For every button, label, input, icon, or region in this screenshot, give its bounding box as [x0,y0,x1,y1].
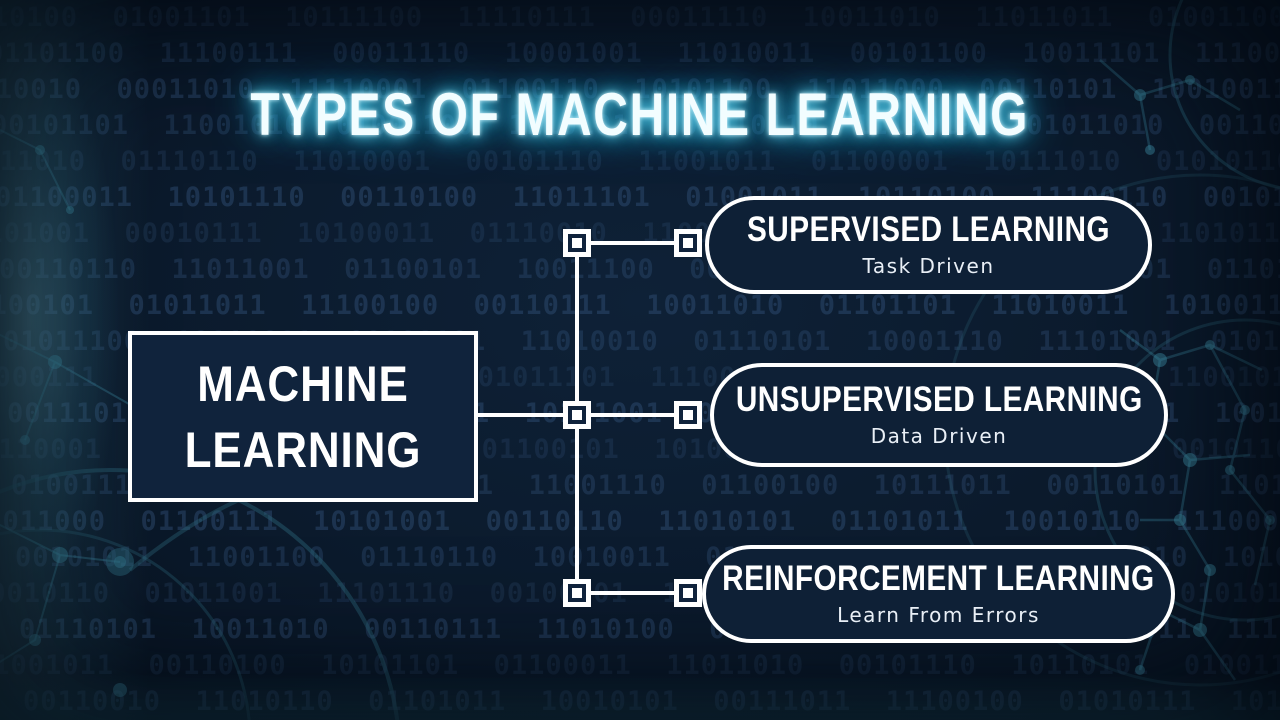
connector-branch-reinforcement [577,591,688,595]
left-edge-glow [0,0,150,720]
binary-row: 11011000 01100111 10101001 00110110 1101… [0,506,1280,537]
unsupervised-learning-pill: UNSUPERVISED LEARNING Data Driven [710,363,1168,467]
binary-row: 11010010 00011010 11110001 01100110 1010… [0,74,1280,105]
unsupervised-learning-title: UNSUPERVISED LEARNING [735,380,1143,420]
connector-node-core [683,588,693,598]
root-box-label: MACHINE LEARNING [184,355,422,478]
supervised-learning-subtitle: Task Driven [862,253,995,278]
binary-row: 11001011 00110100 10101101 01100011 1101… [0,650,1280,681]
connector-node [674,401,702,429]
reinforcement-learning-subtitle: Learn From Errors [837,602,1040,627]
connector-node-core [572,588,582,598]
left-arcs [0,468,431,720]
connector-node [563,229,591,257]
page-title: TYPES OF MACHINE LEARNING [0,80,1280,149]
connector-node-core [572,410,582,420]
connector-node [674,579,702,607]
supervised-learning-title: SUPERVISED LEARNING [747,210,1110,250]
connector-root-to-trunk [478,413,577,417]
bottom-edge-glow [0,674,1280,720]
reinforcement-learning-title: REINFORCEMENT LEARNING [722,559,1155,599]
connector-node [563,401,591,429]
reinforcement-learning-pill: REINFORCEMENT LEARNING Learn From Errors [702,545,1175,643]
connector-branch-unsupervised [577,413,688,417]
connector-node-core [572,238,582,248]
supervised-learning-pill: SUPERVISED LEARNING Task Driven [705,196,1152,294]
unsupervised-learning-subtitle: Data Driven [870,423,1008,448]
connector-node [674,229,702,257]
connector-node-core [683,238,693,248]
machine-learning-root-box: MACHINE LEARNING [128,331,478,502]
connector-node [563,579,591,607]
binary-row: 10011010 01110110 11010001 00101110 1100… [0,146,1280,177]
connector-branch-supervised [577,241,688,245]
connector-node-core [683,410,693,420]
page-title-text: TYPES OF MACHINE LEARNING [250,81,1030,148]
